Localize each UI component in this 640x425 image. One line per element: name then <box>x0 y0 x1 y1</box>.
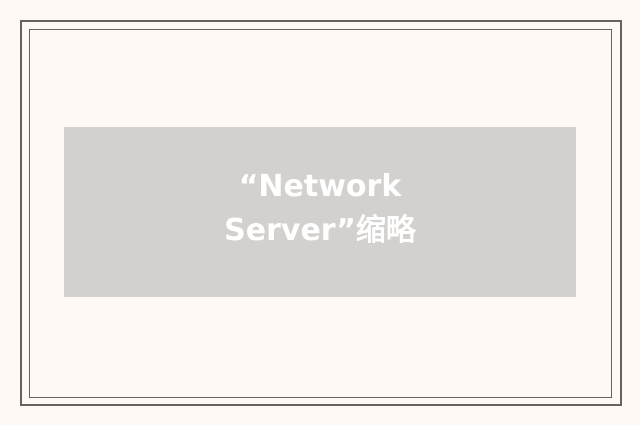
thumbnail-placeholder-text: “Network Server”缩略 <box>200 165 440 253</box>
inner-frame-border <box>29 29 612 398</box>
thumbnail-text-line-2: Server”缩略 <box>224 213 416 248</box>
thumbnail-text-line-1: “Network <box>238 169 402 204</box>
outer-frame-border <box>20 20 622 406</box>
thumbnail-placeholder: “Network Server”缩略 <box>64 127 576 297</box>
